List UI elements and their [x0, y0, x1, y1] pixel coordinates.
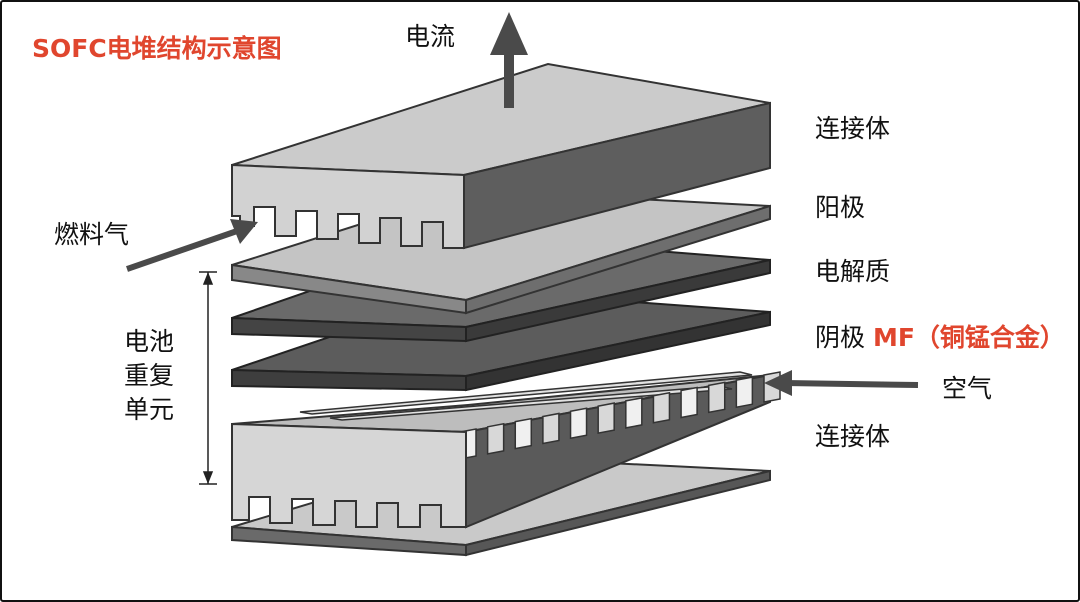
top-interconnect	[231, 62, 771, 250]
rib-9	[680, 386, 698, 419]
repeat-unit-line-3: 单元	[124, 395, 175, 424]
label-fuel-gas: 燃料气	[54, 220, 130, 249]
rib-11	[735, 376, 754, 409]
rib-8	[652, 391, 671, 424]
label-anode: 阳极	[815, 193, 866, 222]
label-interconnect-bottom: 连接体	[815, 422, 891, 451]
fuel-gas-arrow	[126, 219, 258, 272]
bottom-interconnect	[231, 371, 781, 529]
current-arrow	[490, 12, 528, 108]
label-cathode-material: MF（铜锰合金）	[872, 323, 1065, 352]
diagram-title: SOFC电堆结构示意图	[32, 34, 282, 63]
label-interconnect-top: 连接体	[815, 114, 891, 143]
label-electrolyte: 电解质	[815, 257, 891, 286]
air-arrow	[764, 370, 919, 396]
repeat-unit-bracket	[199, 271, 217, 485]
repeat-unit-line-1: 电池	[124, 327, 175, 356]
interconnect-rib-channels	[459, 371, 781, 460]
rib-5	[569, 407, 588, 440]
rib-10	[707, 381, 726, 414]
label-current: 电流	[405, 22, 456, 51]
anode-layer	[231, 188, 771, 315]
repeat-unit-label: 电池 重复 单元	[124, 325, 184, 427]
rib-6	[597, 402, 615, 434]
rib-2	[486, 422, 505, 455]
label-cathode: 阴极	[815, 323, 866, 352]
rib-3	[514, 417, 533, 450]
rib-4	[542, 412, 560, 445]
label-cathode-row: 阴极 MF（铜锰合金）	[815, 325, 1065, 350]
repeat-unit-line-2: 重复	[124, 361, 175, 390]
rib-7	[625, 397, 643, 429]
label-air: 空气	[942, 374, 993, 403]
